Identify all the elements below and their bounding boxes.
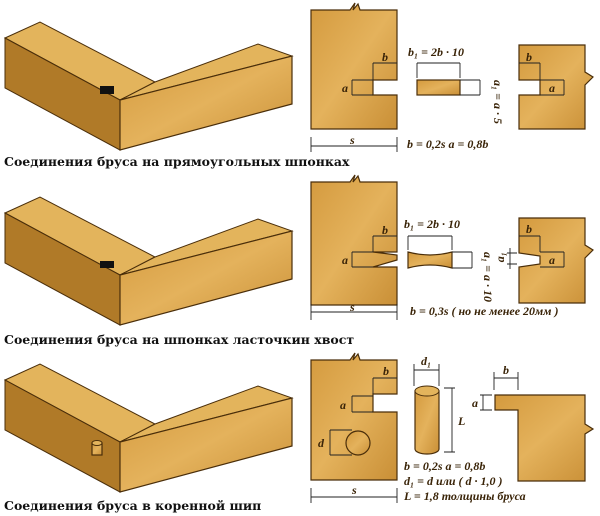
label-b1: b₁ = 2b · 10 — [408, 45, 464, 59]
beam-section-left: b a — [310, 2, 398, 130]
label-a1-short: a₁ — [493, 252, 507, 262]
dovetail-key: b₁ = 2b · 10 a₁ = a · 10 — [404, 217, 495, 302]
label-a-right: a — [549, 81, 555, 95]
section-root-tenon: b a d d₁ L b a s b = 0,2s a = 0,8b d₁ = … — [3, 352, 595, 513]
label-s: s — [349, 300, 355, 314]
label-a: a — [340, 398, 346, 412]
label-a-right: a — [549, 253, 555, 267]
label-d1: d₁ — [421, 354, 431, 368]
caption: Соединения бруса в коренной шип — [4, 498, 261, 513]
label-b-right: b — [503, 363, 509, 377]
formula: b = 0,2s a = 0,8b — [407, 137, 488, 151]
label-s: s — [351, 483, 357, 497]
label-a: a — [342, 253, 348, 267]
beam-section-right: b a — [518, 44, 594, 130]
rectangular-key: b₁ = 2b · 10 a₁ = a · 5 — [408, 45, 505, 124]
beam-section-right: b a a₁ — [493, 217, 594, 304]
key-mark — [100, 86, 114, 94]
label-d: d — [318, 436, 325, 450]
formula-3: L = 1,8 толщины бруса — [403, 489, 526, 503]
label-b: b — [382, 223, 388, 237]
dowel-pin: d₁ L — [413, 354, 465, 455]
beam-corner-3d — [3, 21, 294, 151]
section-rectangular-keys: b a b₁ = 2b · 10 a₁ = a · 5 b a s b = 0,… — [3, 2, 594, 169]
label-b: b — [383, 364, 389, 378]
key-mark — [100, 261, 114, 268]
label-s: s — [349, 133, 355, 147]
section-dovetail-keys: b a b₁ = 2b · 10 a₁ = a · 10 b a a₁ s b … — [3, 174, 594, 347]
label-b-right: b — [526, 222, 532, 236]
beam-section-left: b a — [310, 174, 398, 306]
dowel-hole — [345, 430, 371, 456]
formula-1: b = 0,2s a = 0,8b — [404, 459, 485, 473]
beam-section-tenon: b a — [472, 363, 595, 482]
beam-corner-3d — [3, 363, 294, 493]
label-a1: a₁ = a · 10 — [481, 252, 495, 302]
label-b-right: b — [526, 50, 532, 64]
label-a: a — [342, 81, 348, 95]
formula-2: d₁ = d или ( d · 1,0 ) — [404, 474, 503, 488]
label-b1: b₁ = 2b · 10 — [404, 217, 460, 231]
label-L: L — [457, 414, 465, 428]
beam-corner-3d — [3, 196, 294, 326]
caption: Соединения бруса на шпонках ласточкин хв… — [4, 332, 354, 347]
formula: b = 0,3s ( но не менее 20мм ) — [410, 304, 558, 318]
caption: Соединения бруса на прямоугольных шпонка… — [4, 154, 350, 169]
label-a-right: a — [472, 396, 478, 410]
label-b: b — [382, 50, 388, 64]
beam-section-left: b a d — [310, 352, 398, 481]
label-a1: a₁ = a · 5 — [491, 80, 505, 124]
